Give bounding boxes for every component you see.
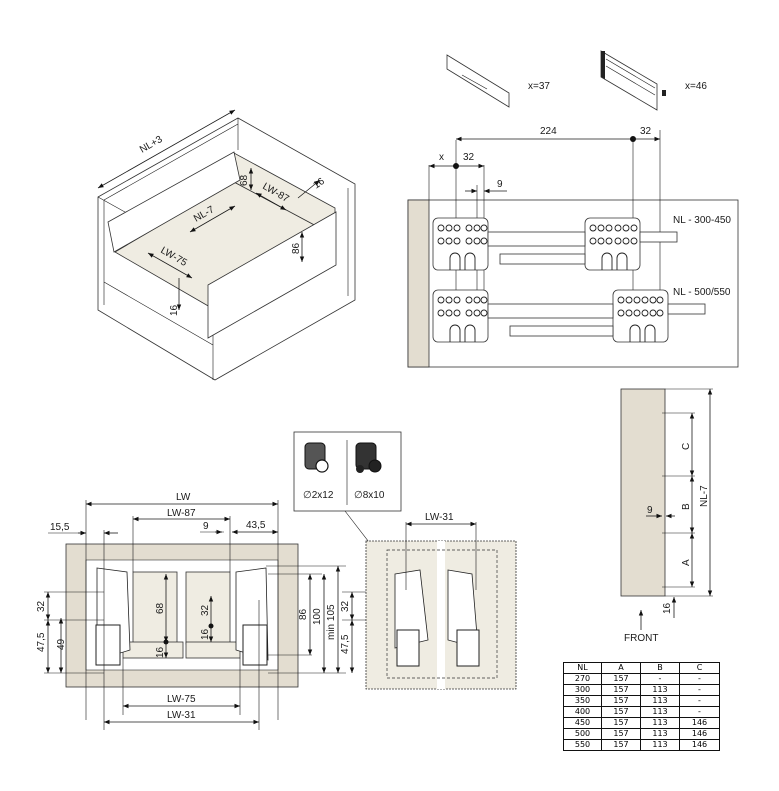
dim-lw-minus-75: LW-75 <box>167 694 196 705</box>
dim-lw-minus-31: LW-31 <box>167 710 196 721</box>
dim-32-right: 32 <box>640 126 652 137</box>
dim-lw: LW <box>176 492 191 503</box>
dim-43-5: 43,5 <box>246 520 266 531</box>
dim-32-right-side: 32 <box>340 600 351 612</box>
variant-label-300-450: NL - 300-450 <box>673 215 731 226</box>
front-label: FRONT <box>624 633 658 644</box>
screw-options-box: ∅2x12 ∅8x10 <box>293 431 403 586</box>
header-a: A <box>601 662 641 674</box>
side-dim-16: 16 <box>662 602 673 614</box>
dim-100: 100 <box>312 608 323 625</box>
screw-option-8x10: ∅8x10 <box>354 490 385 501</box>
cell: 450 <box>563 717 602 729</box>
front-panel-37: x=37 <box>446 54 550 108</box>
dim-16-mid: 16 <box>200 628 211 640</box>
iso-16-bottom-label: 16 <box>169 304 180 316</box>
cell: 550 <box>563 739 602 751</box>
table-header-row: NL A B C <box>563 662 720 674</box>
side-view: C B A NL-7 9 16 FRONT <box>620 388 713 644</box>
dim-x: x <box>439 152 444 163</box>
dim-86: 86 <box>298 608 309 620</box>
screw-8x10-icon <box>355 442 382 473</box>
dim-9: 9 <box>497 179 503 190</box>
framed-front-panel-image <box>600 50 658 111</box>
front-section-view: LW LW-87 15,5 9 43,5 32 47,5 49 68 16 <box>36 492 404 730</box>
dim-224: 224 <box>540 126 557 137</box>
panel-x46-label: x=46 <box>685 81 707 92</box>
side-dim-9: 9 <box>647 505 653 516</box>
cell: 157 <box>601 717 641 729</box>
cell: - <box>640 673 680 685</box>
header-nl: NL <box>563 662 602 674</box>
cell: 113 <box>640 717 680 729</box>
header-c: C <box>679 662 720 674</box>
iso-cabinet-view: NL+3 NL-7 LW-87 LW-75 68 86 16 16 <box>97 109 356 381</box>
cell: - <box>679 684 720 696</box>
front-panel-edge <box>407 199 430 368</box>
dim-68: 68 <box>155 602 166 614</box>
cell: 157 <box>601 728 641 740</box>
dim-47-5-left: 47,5 <box>36 632 47 652</box>
dim-47-5-right: 47,5 <box>340 634 351 654</box>
cell: 113 <box>640 728 680 740</box>
dim-16-left: 16 <box>155 646 166 658</box>
rear-dim-lw-minus-31: LW-31 <box>425 512 454 523</box>
iso-68-label: 68 <box>239 174 250 186</box>
dim-lw-minus-87: LW-87 <box>167 508 196 519</box>
cell: 270 <box>563 673 602 685</box>
cell: 500 <box>563 728 602 740</box>
runner-nl-300-450: NL - 300-450 <box>432 215 731 271</box>
side-dim-a: A <box>681 559 692 566</box>
screw-option-2x12: ∅2x12 <box>303 490 334 501</box>
side-drilling-view: 224 32 x 32 9 <box>407 126 739 368</box>
cell: 157 <box>601 673 641 685</box>
screw-2x12-icon <box>304 442 329 473</box>
cell: 157 <box>601 739 641 751</box>
cell: - <box>679 673 720 685</box>
cell: 400 <box>563 706 602 718</box>
cell: 113 <box>640 706 680 718</box>
side-dim-b: B <box>681 503 692 510</box>
dim-9-front: 9 <box>203 521 209 532</box>
dim-min-105: min 105 <box>326 604 337 640</box>
rear-section-view: LW-31 <box>365 512 517 690</box>
dim-32-left-side: 32 <box>36 600 47 612</box>
dim-15-5: 15,5 <box>50 522 70 533</box>
cell: 113 <box>640 695 680 707</box>
cell: - <box>679 706 720 718</box>
dim-49: 49 <box>56 638 67 650</box>
cell: 113 <box>640 684 680 696</box>
cell: 146 <box>679 717 720 729</box>
dim-32-left: 32 <box>463 152 475 163</box>
flat-front-panel-image <box>446 54 510 108</box>
iso-86-label: 86 <box>291 242 302 254</box>
cell: 146 <box>679 739 720 751</box>
cell: 157 <box>601 684 641 696</box>
side-dim-nl-minus-7: NL-7 <box>699 485 710 507</box>
side-dim-c: C <box>681 443 692 450</box>
variant-label-500-550: NL - 500/550 <box>673 287 731 298</box>
runner-nl-500-550: NL - 500/550 <box>432 287 731 343</box>
cell: 157 <box>601 695 641 707</box>
cell: 146 <box>679 728 720 740</box>
cell: 113 <box>640 739 680 751</box>
dim-32-mid: 32 <box>200 604 211 616</box>
cell: 300 <box>563 684 602 696</box>
cell: 350 <box>563 695 602 707</box>
panel-x37-label: x=37 <box>528 81 550 92</box>
front-panel-46: x=46 <box>600 50 707 111</box>
header-b: B <box>640 662 680 674</box>
cell: 157 <box>601 706 641 718</box>
cell: - <box>679 695 720 707</box>
